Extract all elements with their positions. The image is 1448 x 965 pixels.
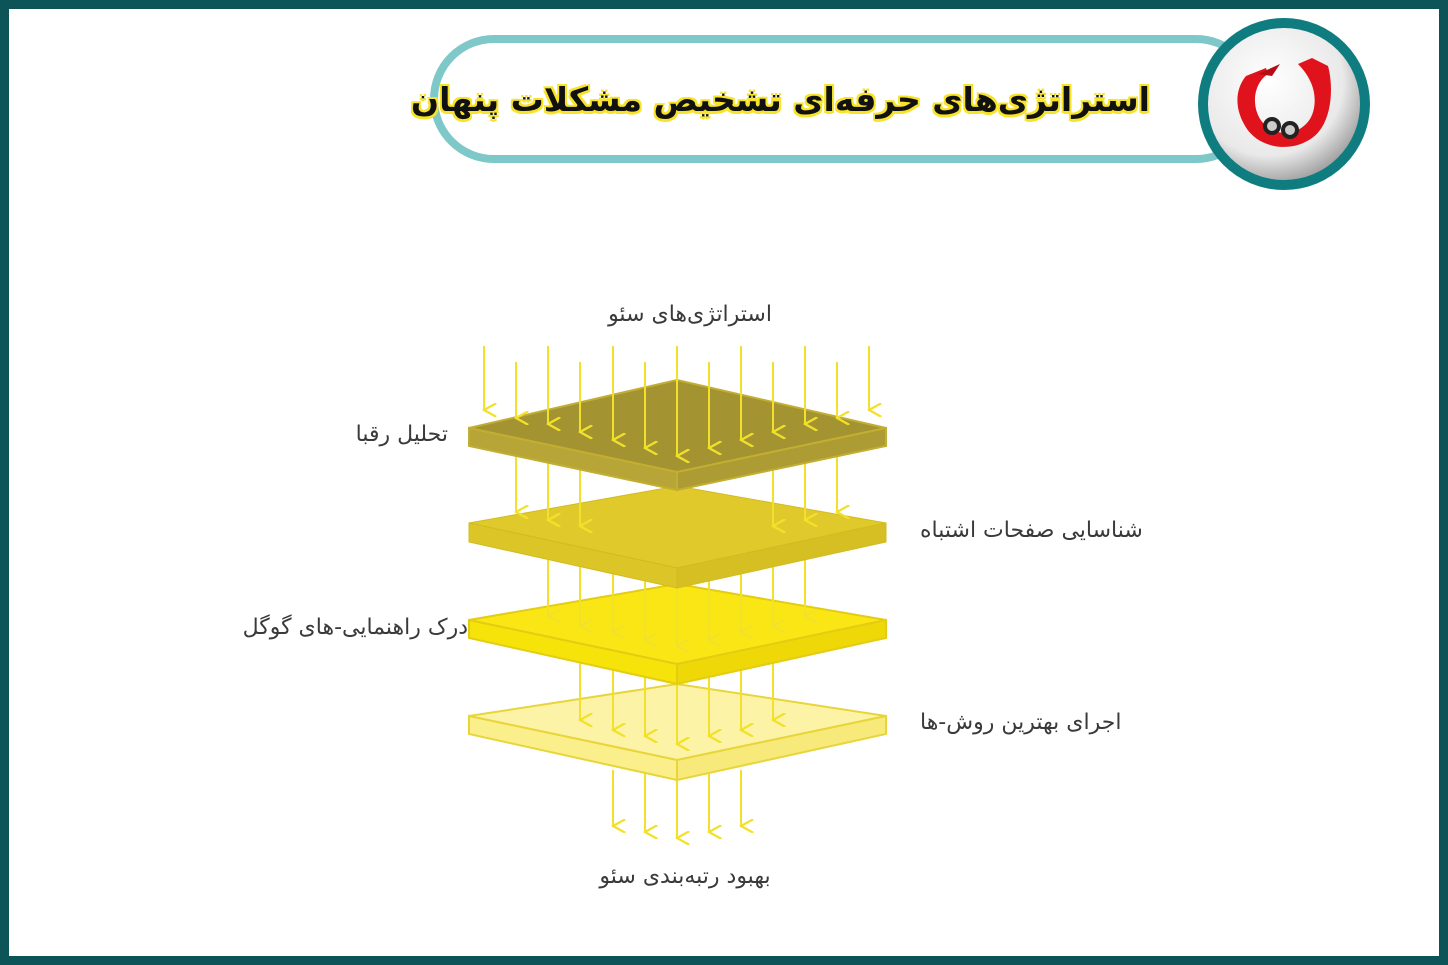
layer-1-label: تحلیل رقبا [355,422,448,447]
top-input-arrows [484,346,869,456]
layer-2-label: شناسایی صفحات اشتباه [920,518,1143,543]
layer-2-slab [468,485,887,589]
layer-4-label: اجرای بهترین روش-ها [920,710,1122,735]
bottom-output-arrows [613,770,741,838]
page-title: استراتژی‌های حرفه‌ای تشخیص مشکلات پنهان [410,80,1150,119]
output-label: بهبود رتبه‌بندی سئو [599,864,771,889]
horseshoe-magnet-logo-icon [1198,18,1370,190]
layer-3-label: درک راهنمایی-های گوگل [242,615,468,640]
title-banner [430,35,1260,163]
input-label: استراتژی‌های سئو [608,302,772,327]
